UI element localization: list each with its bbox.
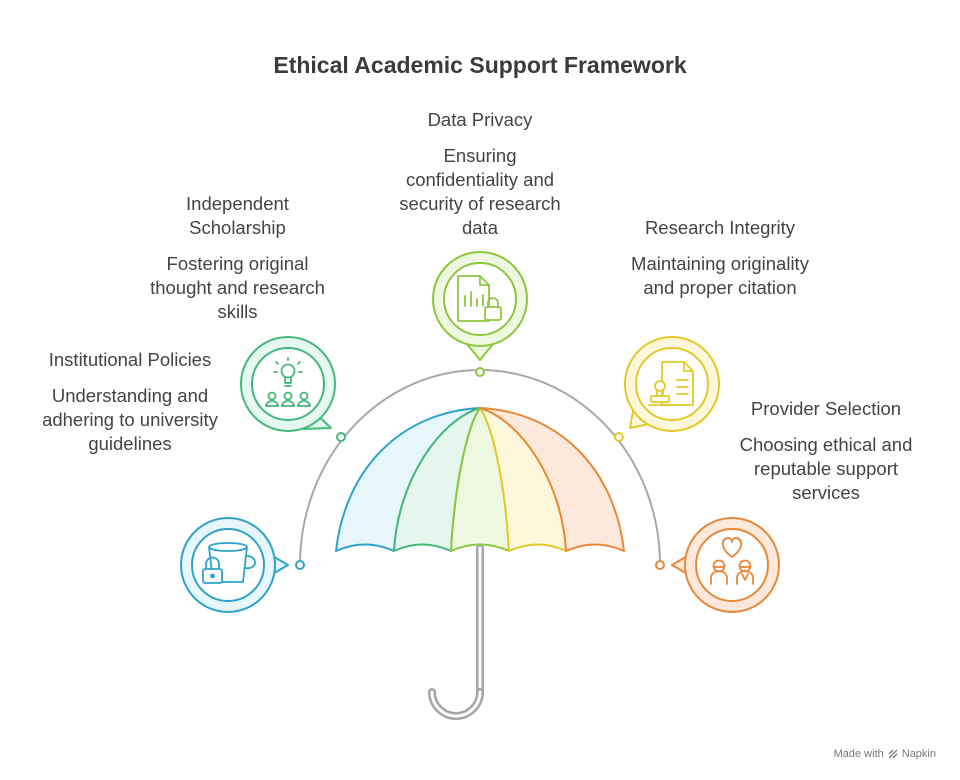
canopy-panel-provider xyxy=(479,407,625,552)
integrity-description: Maintaining originality and proper citat… xyxy=(631,253,809,298)
document-stamp-icon xyxy=(648,361,694,406)
napkin-logo-icon xyxy=(888,749,898,759)
label-provider: Provider Selection Choosing ethical and … xyxy=(738,397,914,505)
document-chart-lock-icon xyxy=(457,275,502,322)
node-institutional xyxy=(180,517,305,613)
label-privacy: Data Privacy Ensuring confidentiality an… xyxy=(388,108,572,240)
node-provider xyxy=(655,517,780,613)
label-institutional: Institutional Policies Understanding and… xyxy=(40,348,220,456)
watermark-brand: Napkin xyxy=(901,748,936,760)
watermark-text: Made with xyxy=(833,748,884,760)
label-independent: Independent Scholarship Fostering origin… xyxy=(150,192,325,324)
diagram-title: Ethical Academic Support Framework xyxy=(273,52,687,78)
independent-title: Independent Scholarship xyxy=(186,193,289,238)
institutional-description: Understanding and adhering to university… xyxy=(42,385,218,454)
heart-people-icon xyxy=(710,536,754,585)
umbrella-canopy xyxy=(335,407,625,552)
label-integrity: Research Integrity Maintaining originali… xyxy=(622,216,818,300)
privacy-title: Data Privacy xyxy=(427,109,533,130)
privacy-description: Ensuring confidentiality and security of… xyxy=(399,145,561,238)
bucket-lock-icon xyxy=(202,542,256,584)
watermark: Made with Napkin xyxy=(834,748,936,760)
lightbulb-group-icon xyxy=(265,357,311,407)
node-independent xyxy=(240,336,346,442)
node-integrity xyxy=(614,336,720,442)
provider-description: Choosing ethical and reputable support s… xyxy=(739,434,913,503)
independent-description: Fostering original thought and research … xyxy=(150,253,325,322)
node-privacy xyxy=(432,251,528,377)
umbrella-handle xyxy=(428,544,484,720)
integrity-title: Research Integrity xyxy=(644,217,796,238)
institutional-title: Institutional Policies xyxy=(48,349,212,370)
provider-title: Provider Selection xyxy=(750,398,902,419)
